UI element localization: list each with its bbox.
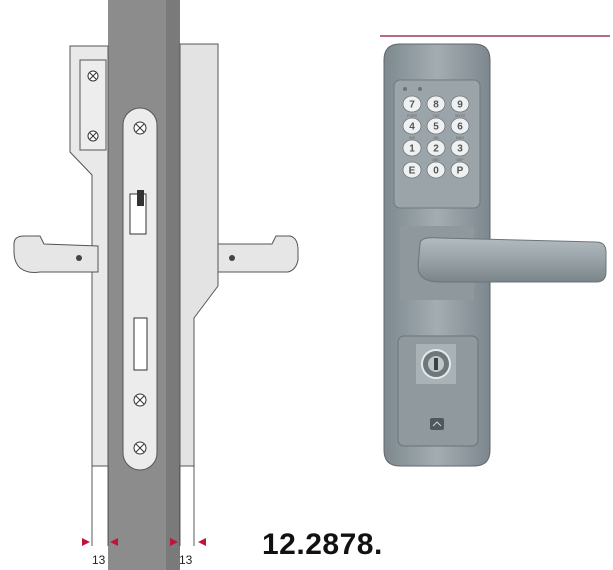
dimension-label-right: 13: [179, 553, 193, 567]
keypad-key-1[interactable]: 1: [402, 139, 422, 157]
left-lever-handle: [13, 235, 99, 273]
status-led: [418, 87, 422, 91]
keypad-key-sublabel: DEF: [457, 158, 464, 162]
keypad-key-sublabel: MNO: [456, 136, 464, 140]
key-cylinder-icon: [421, 349, 451, 379]
deadbolt-opening: [133, 317, 148, 371]
product-code: 12.2878.: [262, 528, 383, 561]
latch-bolt: [137, 190, 144, 206]
keypad-key-label: 7: [409, 100, 415, 111]
handle-spindle-left: [76, 255, 82, 261]
screw-icon: [133, 441, 147, 455]
keypad-key-p[interactable]: P: [450, 161, 470, 179]
keypad-key-label: 8: [433, 100, 439, 111]
keypad-lever-handle: [417, 237, 607, 283]
keypad-key-label: 3: [457, 144, 463, 155]
keypad-key-label: 9: [457, 100, 463, 111]
keypad-key-label: E: [409, 166, 416, 177]
status-led: [403, 87, 407, 91]
right-lever-handle: [217, 235, 299, 273]
screw-icon: [87, 70, 99, 82]
keypad-key-label: P: [457, 166, 464, 177]
dimension-arrow-icon: [110, 538, 118, 546]
keypad-key-sublabel: ABC: [432, 158, 440, 162]
screw-icon: [133, 121, 147, 135]
keypad-key-label: 0: [433, 166, 439, 177]
dimension-arrow-icon: [170, 538, 178, 546]
screw-icon: [87, 130, 99, 142]
keypad-key-sublabel: PQRS: [407, 114, 418, 118]
keypad-key-label: 5: [433, 122, 439, 133]
dimension-label-left: 13: [92, 553, 106, 567]
door-profile-shade: [166, 0, 180, 570]
keypad-key-label: 2: [433, 144, 439, 155]
keypad-key-sublabel: WXYZ: [455, 114, 466, 118]
keypad-key-label: 1: [409, 144, 415, 155]
dimension-arrow-icon: [198, 538, 206, 546]
keypad-key-0[interactable]: 0: [426, 161, 446, 179]
screw-icon: [133, 393, 147, 407]
handle-spindle-right: [229, 255, 235, 261]
dimension-arrow-icon: [82, 538, 90, 546]
keypad-key-sublabel: TUV: [433, 114, 441, 118]
keypad-key-e[interactable]: E: [402, 161, 422, 179]
keypad-key-label: 6: [457, 122, 463, 133]
keypad-key-sublabel: JKL: [433, 136, 439, 140]
keypad-key-sublabel: GHI: [409, 136, 415, 140]
card-reader-icon: [430, 418, 444, 430]
keypad-key-label: 4: [409, 122, 415, 133]
